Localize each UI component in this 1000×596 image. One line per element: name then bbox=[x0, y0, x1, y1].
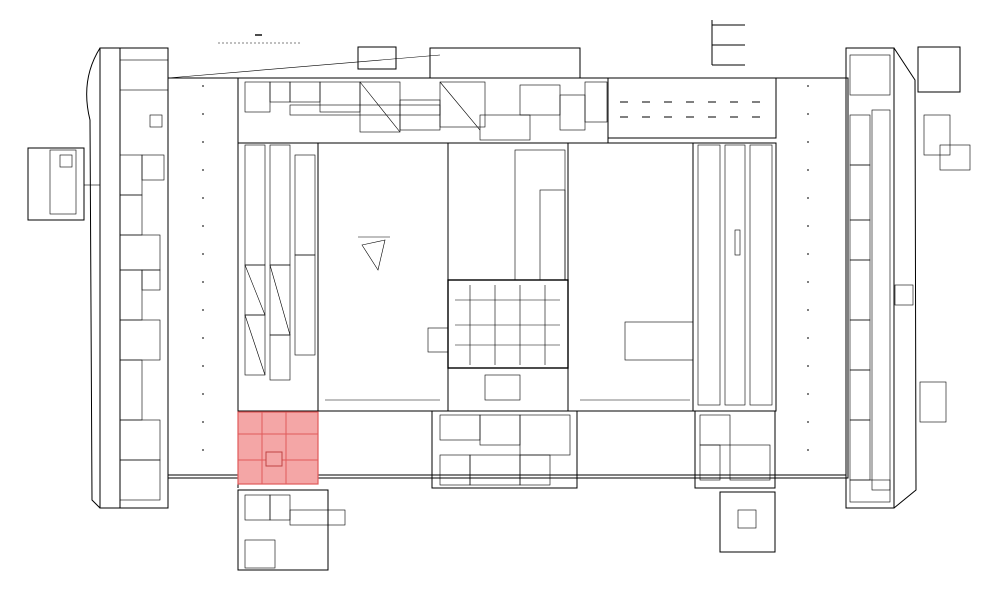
central-courtyard bbox=[317, 142, 449, 412]
top-annex bbox=[357, 20, 745, 79]
north-block-rooms bbox=[167, 54, 609, 144]
south-block-rooms bbox=[431, 410, 776, 489]
left-annex bbox=[27, 147, 100, 221]
title-block bbox=[218, 34, 300, 44]
outer-building-outline bbox=[86, 47, 917, 509]
east-long-halls bbox=[692, 77, 846, 412]
west-block-rooms bbox=[237, 142, 319, 412]
right-annexes bbox=[894, 46, 971, 423]
right-wing-rooms bbox=[807, 54, 891, 503]
northeast-hall bbox=[607, 77, 777, 139]
east-courtyard bbox=[567, 142, 694, 412]
highlighted-room bbox=[237, 411, 319, 485]
south-annex bbox=[237, 489, 776, 571]
left-wing-rooms bbox=[99, 59, 169, 501]
central-block bbox=[427, 142, 569, 401]
